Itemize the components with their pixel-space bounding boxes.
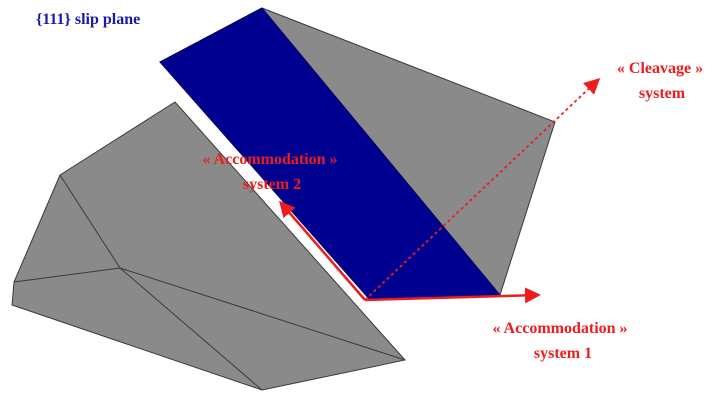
accommodation-2-arrow [279,200,366,301]
cleavage-label-line1: « Cleavage » [617,60,703,77]
accommodation-2-label-line1: « Accommodation » [202,151,337,168]
lower-block-edge-2 [13,267,263,391]
slip-plane-label: {111} slip plane [36,11,140,28]
lower-block [11,101,406,391]
accommodation-1-label-line1: « Accommodation » [492,320,627,337]
cleavage-label-line2: system [639,85,686,102]
accommodation-2-label-line2: system 2 [243,176,301,193]
accommodation-1-arrow [364,287,541,304]
arrows [279,77,601,304]
accommodation-1-label-line2: system 1 [534,345,592,362]
